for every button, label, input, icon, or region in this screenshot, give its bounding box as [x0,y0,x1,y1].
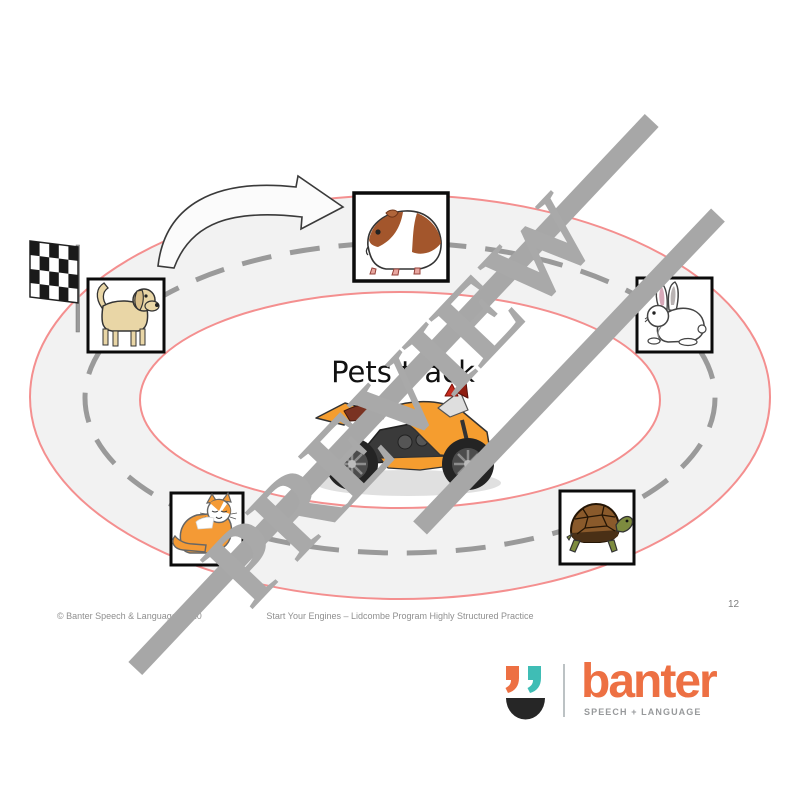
animal-card-guinea-pig [352,191,450,283]
page-number: 12 [728,599,740,610]
document-subtitle: Start Your Engines – Lidcombe Program Hi… [266,611,534,621]
banter-logo-quotes-icon [505,666,545,720]
copyright-text: © Banter Speech & Language, 2020 [57,611,202,621]
rabbit-icon [644,281,707,347]
animal-card-turtle [558,489,636,566]
turtle-icon [566,502,634,553]
logo-divider [563,664,565,717]
curved-arrow-icon [157,174,345,269]
animal-card-rabbit [635,276,714,354]
animal-card-dog [86,277,166,354]
dog-icon [96,282,160,347]
brand-tagline: SPEECH + LANGUAGE [584,707,702,717]
cat-icon [172,491,238,554]
guinea-pig-icon [365,209,442,276]
brand-name: banter [581,655,718,708]
checkered-flag-icon [29,240,80,333]
